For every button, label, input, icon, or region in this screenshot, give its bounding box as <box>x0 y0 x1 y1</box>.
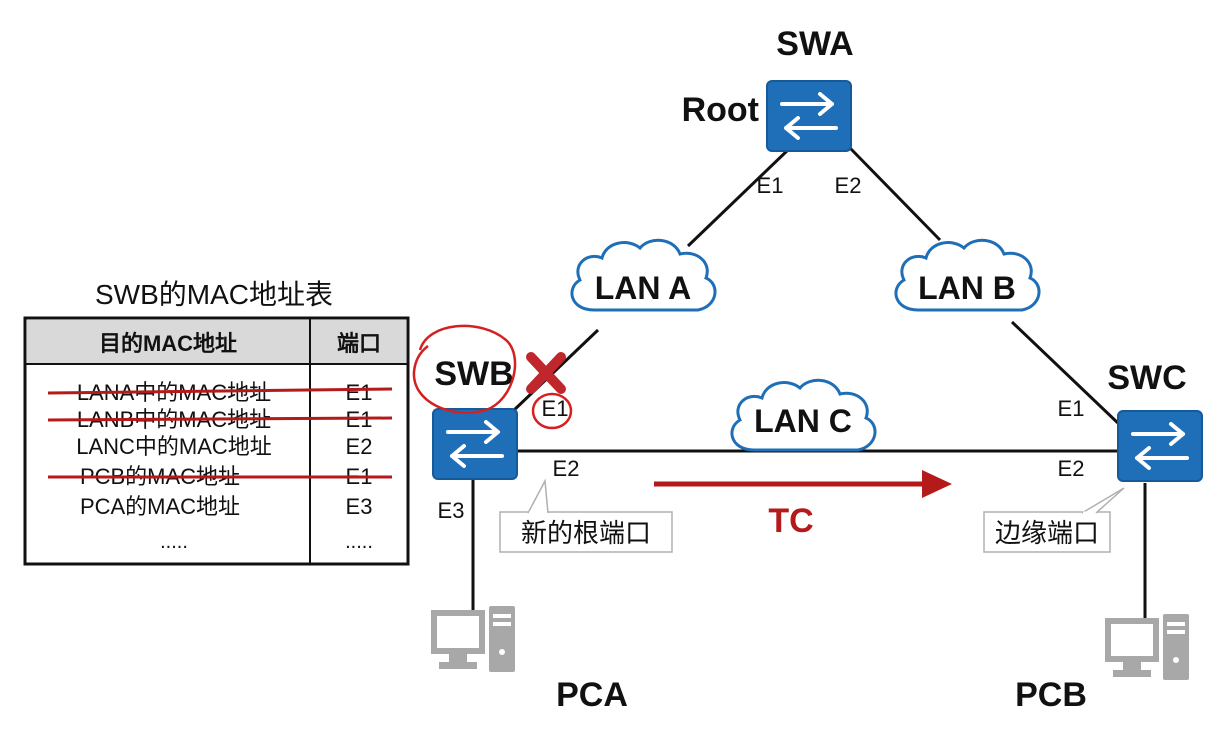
mac-cell: PCA的MAC地址 <box>80 494 240 519</box>
swa-switch-icon <box>767 81 851 151</box>
swc-switch-icon <box>1118 411 1202 481</box>
mac-cell: LANC中的MAC地址 <box>76 434 272 459</box>
lan-c-cloud: LAN C <box>730 378 877 452</box>
swb-name: SWB <box>434 355 513 393</box>
table-row: LANC中的MAC地址 E2 <box>76 434 372 459</box>
port-cell: ..... <box>345 531 373 553</box>
port-col-header: 端口 <box>337 331 381 356</box>
swa-root-label: Root <box>682 91 759 129</box>
link-lanb-swc <box>1010 320 1122 427</box>
swa-port-e2: E2 <box>835 173 862 198</box>
swc-port-e2: E2 <box>1058 456 1085 481</box>
table-row: ..... ..... <box>160 531 373 553</box>
pca-pc-icon <box>431 606 515 672</box>
lan-a-cloud: LAN A <box>570 238 717 312</box>
swb-port-e2: E2 <box>553 456 580 481</box>
swb-highlight-circle <box>412 324 517 415</box>
lan-b-cloud: LAN B <box>894 238 1041 312</box>
port-cell: E3 <box>346 494 373 519</box>
table-row: LANA中的MAC地址 E1 <box>47 380 393 405</box>
strikethrough-line <box>47 416 393 422</box>
cross-icon <box>526 352 566 394</box>
edge-port-text: 边缘端口 <box>995 518 1099 548</box>
e1-highlight-circle <box>531 392 573 430</box>
pcb-pc-icon <box>1105 614 1189 680</box>
mac-col-header: 目的MAC地址 <box>99 331 237 356</box>
swa-port-e1: E1 <box>757 173 784 198</box>
lan-a-label: LAN A <box>595 270 692 306</box>
root-port-text: 新的根端口 <box>521 518 651 548</box>
swb-switch-icon <box>433 409 517 479</box>
tc-label: TC <box>768 502 813 540</box>
swc-port-e1: E1 <box>1058 396 1085 421</box>
table-row: PCB的MAC地址 E1 <box>48 464 392 489</box>
strikethrough-line <box>47 387 393 395</box>
link-lana-swb <box>510 328 600 414</box>
table-row: PCA的MAC地址 E3 <box>80 494 373 519</box>
swc-name: SWC <box>1107 359 1186 397</box>
mac-cell: ..... <box>160 531 188 553</box>
tc-arrow: TC <box>654 470 952 540</box>
root-port-callout: 新的根端口 <box>499 478 673 553</box>
link-swa-lana <box>686 146 792 248</box>
pcb-name: PCB <box>1015 676 1087 714</box>
arrow-head <box>922 470 952 498</box>
swb-port-e3: E3 <box>438 498 465 523</box>
swb-port-e1: E1 <box>542 396 569 421</box>
port-cell: E2 <box>346 434 373 459</box>
lan-c-label: LAN C <box>754 403 852 439</box>
swa-name: SWA <box>776 25 853 63</box>
pca-name: PCA <box>556 676 628 714</box>
link-swa-lanb <box>848 146 942 242</box>
edge-port-callout: 边缘端口 <box>983 487 1125 553</box>
lan-b-label: LAN B <box>918 270 1016 306</box>
mac-table-title: SWB的MAC地址表 <box>95 279 333 310</box>
mac-address-table: SWB的MAC地址表 目的MAC地址 端口 LANA中的MAC地址 E1 LAN… <box>23 279 410 566</box>
port-cell: E1 <box>346 380 373 405</box>
table-row: LANB中的MAC地址 E1 <box>47 407 393 432</box>
